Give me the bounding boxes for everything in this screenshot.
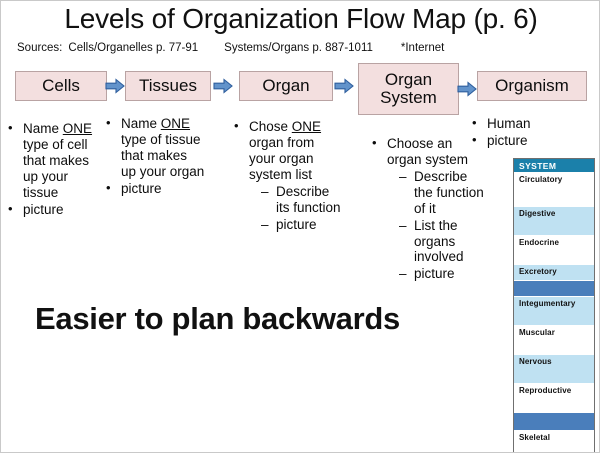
system-table-row: Integumentary — [514, 297, 594, 326]
system-table-row: Skeletal — [514, 431, 594, 452]
bullet-text-emphasis: ONE — [160, 116, 191, 131]
system-table-row: Excretory — [514, 265, 594, 281]
system-table-row: Nervous — [514, 355, 594, 384]
bullet-text-pre: Name — [121, 116, 161, 131]
arrow-right-icon — [457, 81, 477, 97]
source-item-1: Cells/Organelles p. 77-91 — [68, 42, 199, 54]
flow-box-organ-system[interactable]: Organ System — [358, 63, 459, 115]
system-table-spacer-row — [514, 413, 594, 431]
list-item: Chose ONE organ from your organ system l… — [233, 118, 341, 233]
bullet-text-pre: Name — [23, 121, 63, 136]
sources-line: Sources: Cells/Organelles p. 77-91 Systems… — [17, 42, 587, 54]
column-cells: Name ONE type of cell that makes up your… — [7, 120, 105, 219]
list-item: Human — [471, 115, 583, 132]
emphasis-note: Easier to plan backwards — [35, 301, 400, 336]
system-table-header: SYSTEM — [514, 159, 594, 173]
list-item: picture — [7, 201, 105, 218]
system-table-spacer-row — [514, 281, 594, 297]
flow-box-organism[interactable]: Organism — [477, 71, 587, 101]
flow-box-tissues[interactable]: Tissues — [125, 71, 211, 101]
list-item: Name ONE type of cell that makes up your… — [7, 120, 105, 201]
list-item: picture — [471, 132, 583, 149]
arrow-right-icon — [213, 78, 233, 94]
bullet-text-pre: Chose — [249, 119, 292, 134]
source-item-2: Systems/Organs p. 887-1011 — [224, 42, 373, 54]
sub-list-item: List the organs involved — [399, 218, 489, 266]
bullet-text-post: type of tissue that makes up your organ — [121, 131, 205, 179]
bullet-text-post: organ from your organ system list — [249, 134, 315, 182]
system-table-row: Circulatory — [514, 173, 594, 207]
system-table-row: Muscular — [514, 326, 594, 355]
bullet-text: Choose an organ system — [387, 136, 469, 167]
page-title: Levels of Organization Flow Map (p. 6) — [64, 3, 538, 34]
arrow-right-icon — [334, 78, 354, 94]
list-item: Choose an organ system Describe the func… — [371, 135, 489, 282]
sub-list-item: picture — [399, 266, 489, 282]
system-table-row: Endocrine — [514, 236, 594, 265]
source-item-3: *Internet — [400, 42, 445, 54]
system-table-row: Digestive — [514, 207, 594, 236]
column-organ-system: Choose an organ system Describe the func… — [371, 135, 489, 283]
column-tissues: Name ONE type of tissue that makes up yo… — [105, 115, 205, 198]
bullet-text-emphasis: ONE — [291, 119, 322, 134]
sub-list-item: Describe the function of it — [399, 169, 489, 217]
system-table-row: Reproductive — [514, 384, 594, 413]
sub-list-item: Describe its function — [261, 184, 341, 216]
sub-list-item: picture — [261, 217, 341, 233]
list-item: Name ONE type of tissue that makes up yo… — [105, 115, 205, 180]
list-item: picture — [105, 180, 205, 197]
sources-label: Sources: — [17, 42, 63, 54]
column-organ: Chose ONE organ from your organ system l… — [233, 118, 341, 233]
bullet-text-emphasis: ONE — [62, 121, 93, 136]
bullet-text-post: type of cell that makes up your tissue — [23, 136, 90, 200]
column-organism: Human picture — [471, 115, 583, 150]
flow-box-cells[interactable]: Cells — [15, 71, 107, 101]
arrow-right-icon — [105, 78, 125, 94]
flow-box-organ[interactable]: Organ — [239, 71, 333, 101]
